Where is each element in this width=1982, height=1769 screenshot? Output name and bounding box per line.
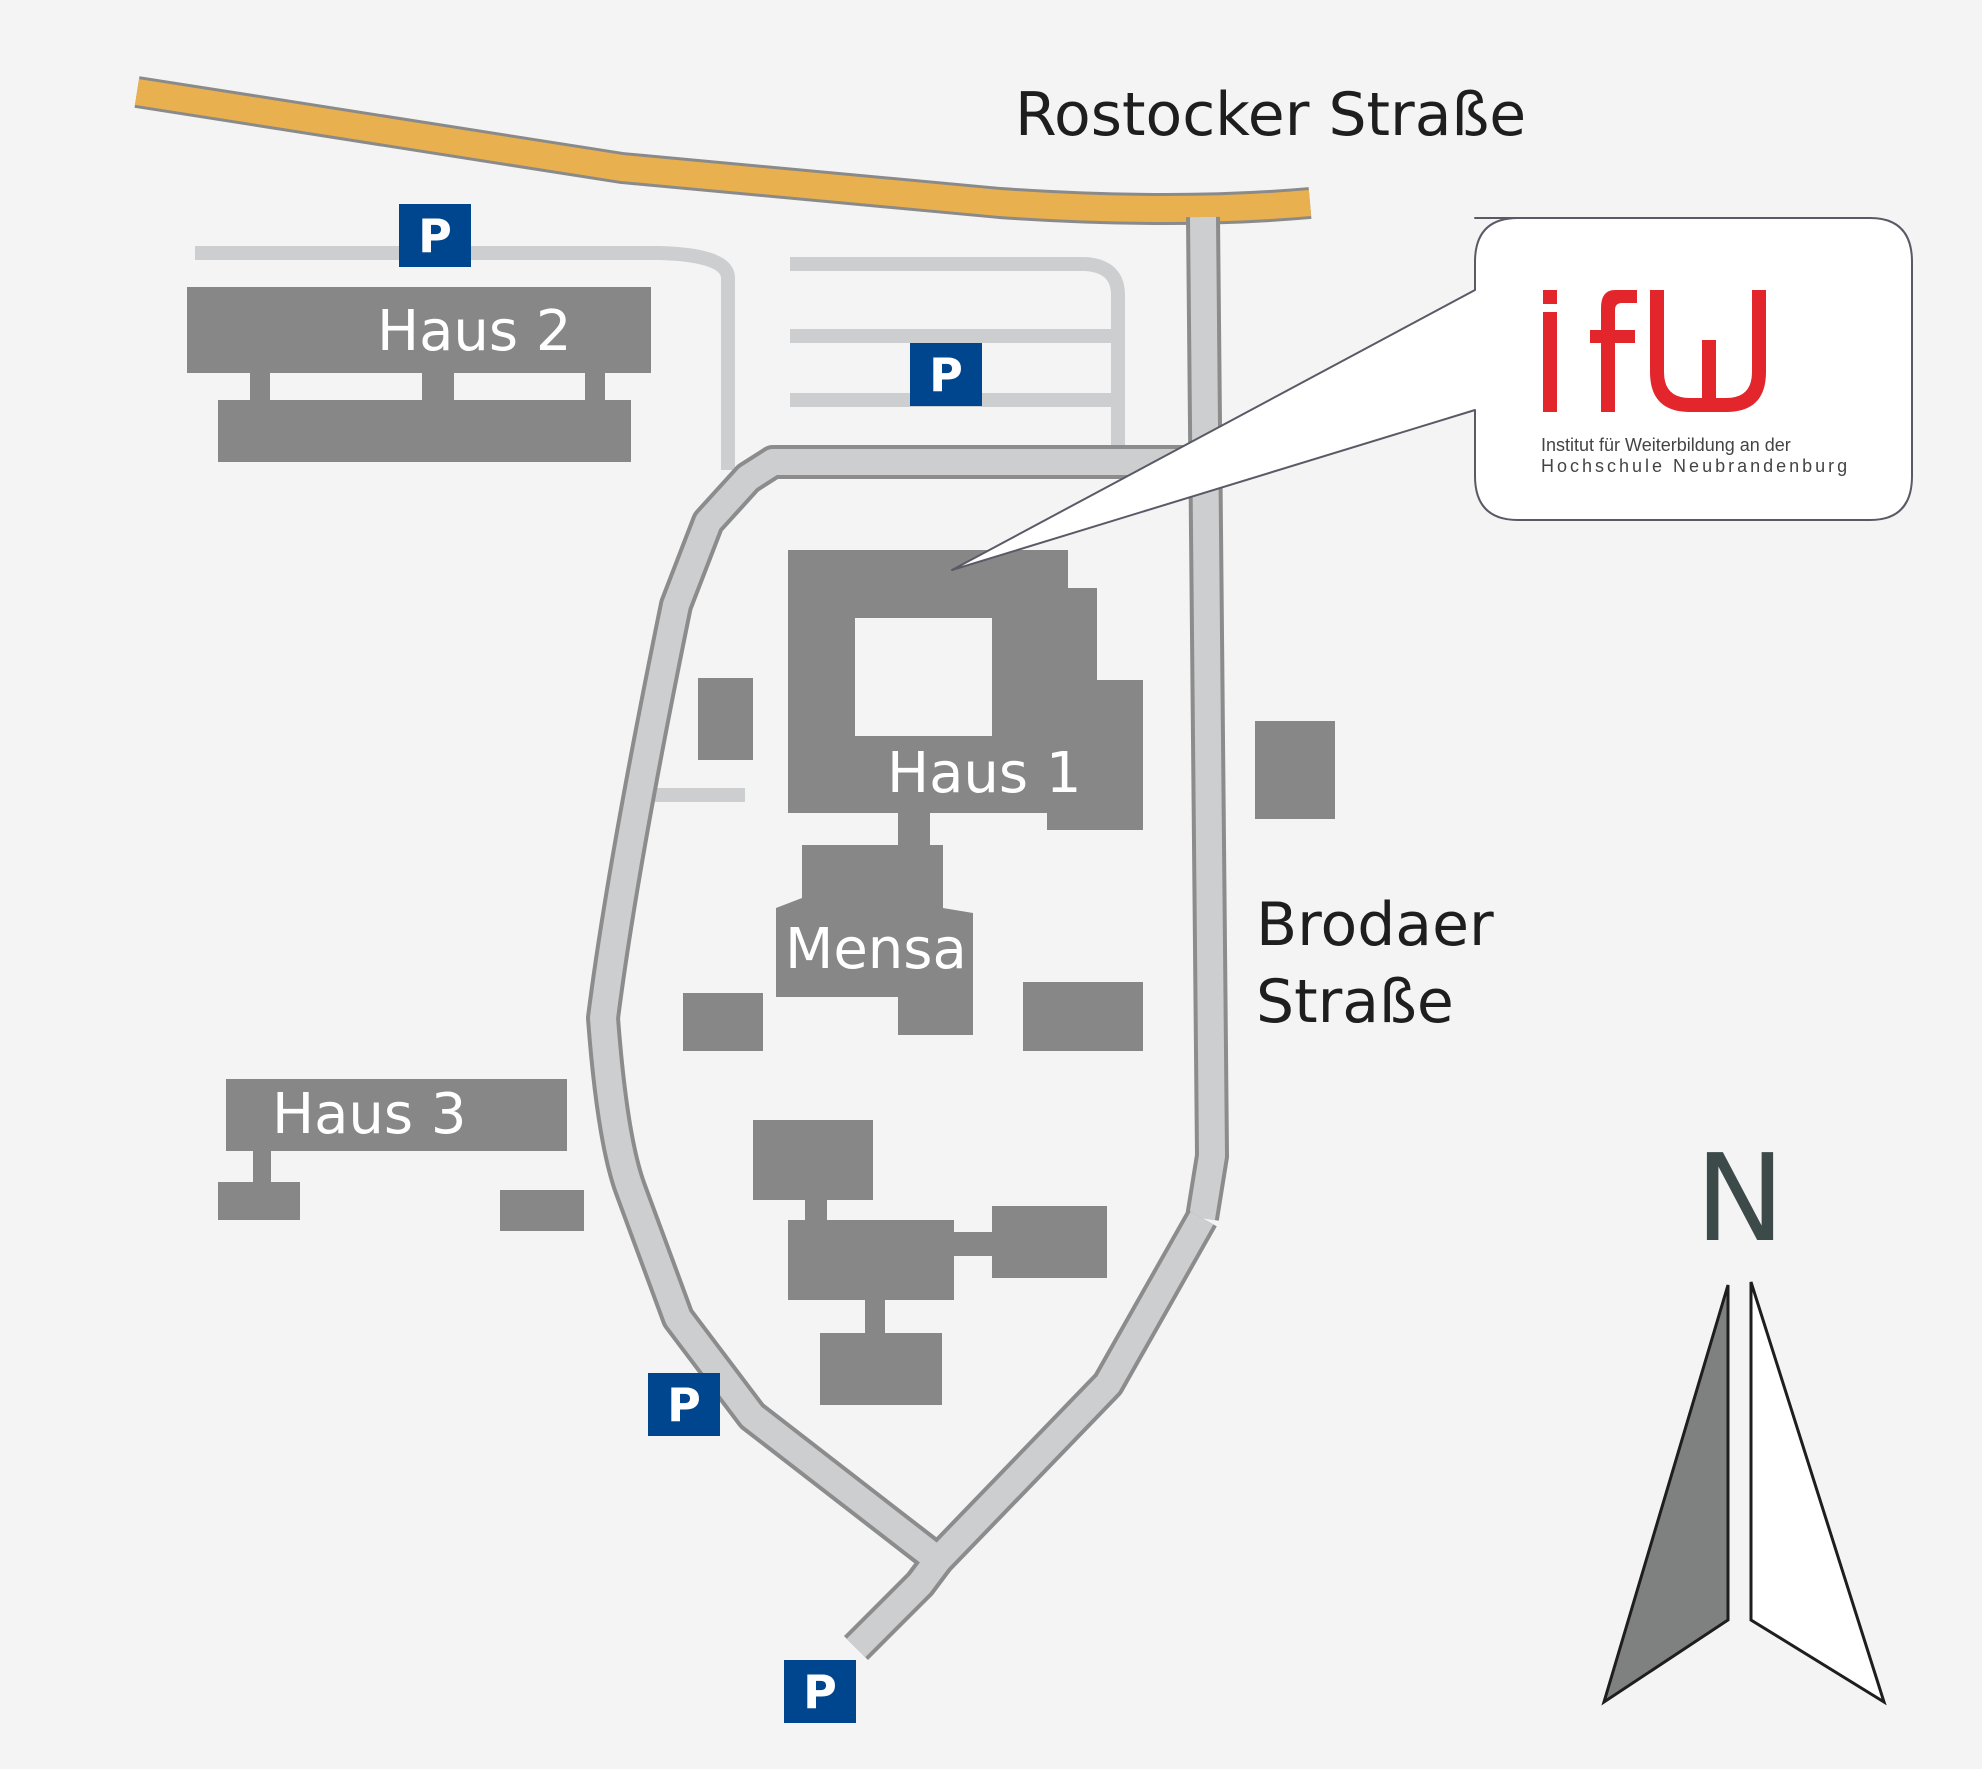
building-small xyxy=(1023,982,1143,1051)
parking-sign: P xyxy=(648,1373,720,1436)
parking-label: P xyxy=(803,1665,837,1719)
building-east xyxy=(1255,721,1335,819)
campus-ring-path xyxy=(586,445,1217,1661)
parking-label: P xyxy=(418,209,452,263)
parking-icon xyxy=(784,1660,856,1723)
haus-2-label: Haus 2 xyxy=(377,299,572,364)
haus-2-building xyxy=(187,287,651,462)
parking-sign: P xyxy=(910,343,982,406)
north-label: N xyxy=(1695,1130,1785,1269)
mensa-building xyxy=(776,845,973,1035)
brodaer-strasse-label-line2: Straße xyxy=(1256,967,1454,1037)
ifw-callout-line1: Institut für Weiterbildung an der xyxy=(1541,435,1791,455)
parking-icon xyxy=(399,204,471,267)
haus-1-building xyxy=(788,550,1143,830)
brodaer-strasse-road xyxy=(1185,216,1229,1221)
building-small xyxy=(683,993,763,1051)
parking-icon xyxy=(910,343,982,406)
parking-sign: P xyxy=(399,204,471,267)
north-arrow-icon xyxy=(1601,1281,1887,1706)
haus-1-label: Haus 1 xyxy=(887,741,1082,806)
parking-label: P xyxy=(929,348,963,402)
parking-label: P xyxy=(667,1378,701,1432)
haus-3-building xyxy=(218,1079,584,1231)
ifw-logo-icon xyxy=(1543,290,1766,412)
ifw-callout-line2: Hochschule Neubrandenburg xyxy=(1541,456,1850,476)
brodaer-strasse-label-line1: Brodaer xyxy=(1256,890,1494,960)
mensa-label: Mensa xyxy=(785,917,967,982)
ifw-callout: Institut für Weiterbildung an der Hochsc… xyxy=(951,217,1913,571)
south-building-cluster xyxy=(753,1120,1107,1405)
rostocker-strasse-road xyxy=(134,76,1312,225)
haus-1-connector xyxy=(898,812,930,847)
parking-sign: P xyxy=(784,1660,856,1723)
building-small xyxy=(698,678,753,760)
rostocker-strasse-label: Rostocker Straße xyxy=(1015,80,1526,150)
haus-3-label: Haus 3 xyxy=(272,1082,467,1147)
parking-icon xyxy=(648,1373,720,1436)
